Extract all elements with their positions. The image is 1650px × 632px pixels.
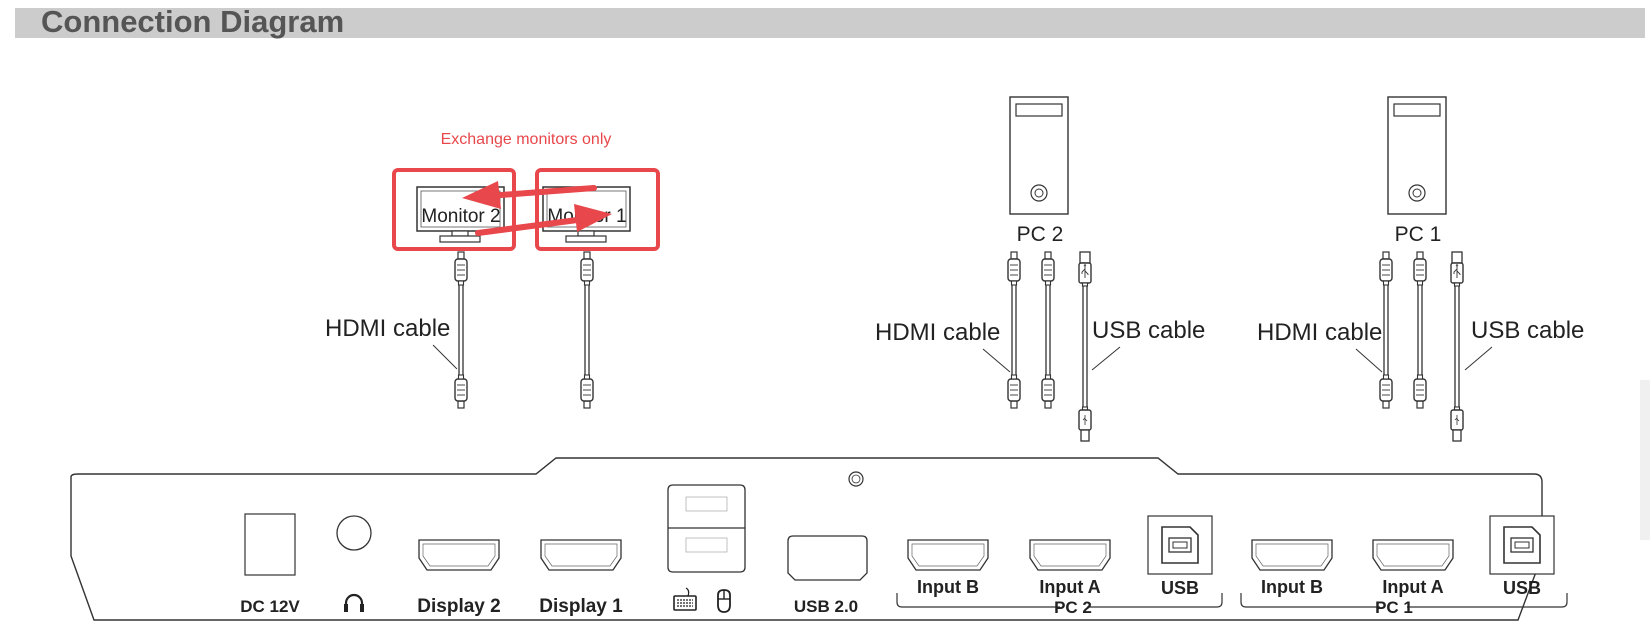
title-bar: Connection Diagram bbox=[15, 4, 1645, 39]
pc-1-label: PC 1 bbox=[1395, 223, 1442, 246]
pc-1-input-b-port bbox=[1251, 539, 1333, 571]
pc-2-label: PC 2 bbox=[1017, 223, 1064, 246]
page-title: Connection Diagram bbox=[41, 4, 345, 39]
usb-2-0-label: USB 2.0 bbox=[794, 597, 858, 616]
pc-1-hdmi-cable-a bbox=[1413, 251, 1427, 409]
pc-2-usb-label-leader bbox=[1091, 346, 1121, 371]
display-2-label: Display 2 bbox=[417, 596, 500, 617]
exchange-arrow-right bbox=[475, 204, 612, 236]
pc-1-usb-cable bbox=[1450, 251, 1464, 442]
pc-2-hdmi-cable-a bbox=[1041, 251, 1055, 409]
pc-1-input-a-port bbox=[1372, 539, 1454, 571]
pc-1-input-b-label: Input B bbox=[1261, 577, 1323, 597]
scrollbar[interactable] bbox=[1640, 380, 1650, 540]
monitor-hdmi-cable-label: HDMI cable bbox=[325, 315, 450, 342]
pc-2-usb-port bbox=[1147, 515, 1213, 575]
pc-1-usb-cable-label: USB cable bbox=[1471, 317, 1584, 344]
pc-1-group-bracket bbox=[1240, 593, 1568, 608]
pc-2-input-a-port bbox=[1029, 539, 1111, 571]
pc-1-usb-label: USB bbox=[1503, 578, 1541, 598]
hdmi-label-leader bbox=[432, 344, 458, 370]
pc-1-tower bbox=[1387, 96, 1447, 215]
pc-2-group-label: PC 2 bbox=[1054, 598, 1092, 617]
display-1-label: Display 1 bbox=[539, 596, 623, 617]
pc-2-usb-cable bbox=[1078, 251, 1092, 442]
monitor-2-hdmi-cable bbox=[454, 251, 468, 409]
display-1-port bbox=[540, 539, 622, 571]
pc-1-hdmi-label-leader bbox=[1355, 348, 1383, 373]
pc-2-usb-cable-label: USB cable bbox=[1092, 317, 1205, 344]
monitor-1-highlight bbox=[535, 168, 660, 251]
headphone-icon bbox=[344, 593, 364, 612]
usb-2-0-port bbox=[787, 535, 868, 581]
pc-2-group-bracket bbox=[896, 593, 1223, 608]
pc-1-usb-port bbox=[1489, 515, 1555, 575]
panel-screw-inner bbox=[851, 474, 861, 484]
pc-2-input-b-label: Input B bbox=[917, 577, 979, 597]
exchange-arrow-left bbox=[462, 181, 597, 209]
mouse-icon bbox=[717, 589, 731, 613]
pc-2-input-b-port bbox=[907, 539, 989, 571]
monitor-2-highlight bbox=[392, 168, 516, 251]
pc-1-input-a-label: Input A bbox=[1382, 577, 1443, 597]
pc-1-hdmi-cable-b bbox=[1379, 251, 1393, 409]
keyboard-mouse-ports bbox=[667, 484, 746, 573]
dc-12v-port bbox=[244, 513, 296, 576]
pc-2-input-a-label: Input A bbox=[1039, 577, 1100, 597]
exchange-annotation: Exchange monitors only bbox=[441, 131, 612, 148]
pc-1-group-label: PC 1 bbox=[1375, 598, 1413, 617]
monitor-1-hdmi-cable bbox=[580, 251, 594, 409]
display-2-port bbox=[418, 539, 500, 571]
pc-2-usb-label: USB bbox=[1161, 578, 1199, 598]
pc-2-tower bbox=[1009, 96, 1069, 215]
pc-2-hdmi-cable-label: HDMI cable bbox=[875, 319, 1000, 346]
dc-12v-label: DC 12V bbox=[240, 597, 300, 616]
monitor-2-label: Monitor 2 bbox=[421, 206, 500, 227]
audio-jack bbox=[336, 515, 372, 551]
pc-1-usb-label-leader bbox=[1464, 346, 1493, 371]
pc-1-hdmi-cable-label: HDMI cable bbox=[1257, 319, 1382, 346]
keyboard-icon bbox=[673, 587, 697, 611]
pc-2-hdmi-cable-b bbox=[1007, 251, 1021, 409]
panel-screw bbox=[848, 471, 864, 487]
pc-2-hdmi-label-leader bbox=[982, 348, 1011, 373]
